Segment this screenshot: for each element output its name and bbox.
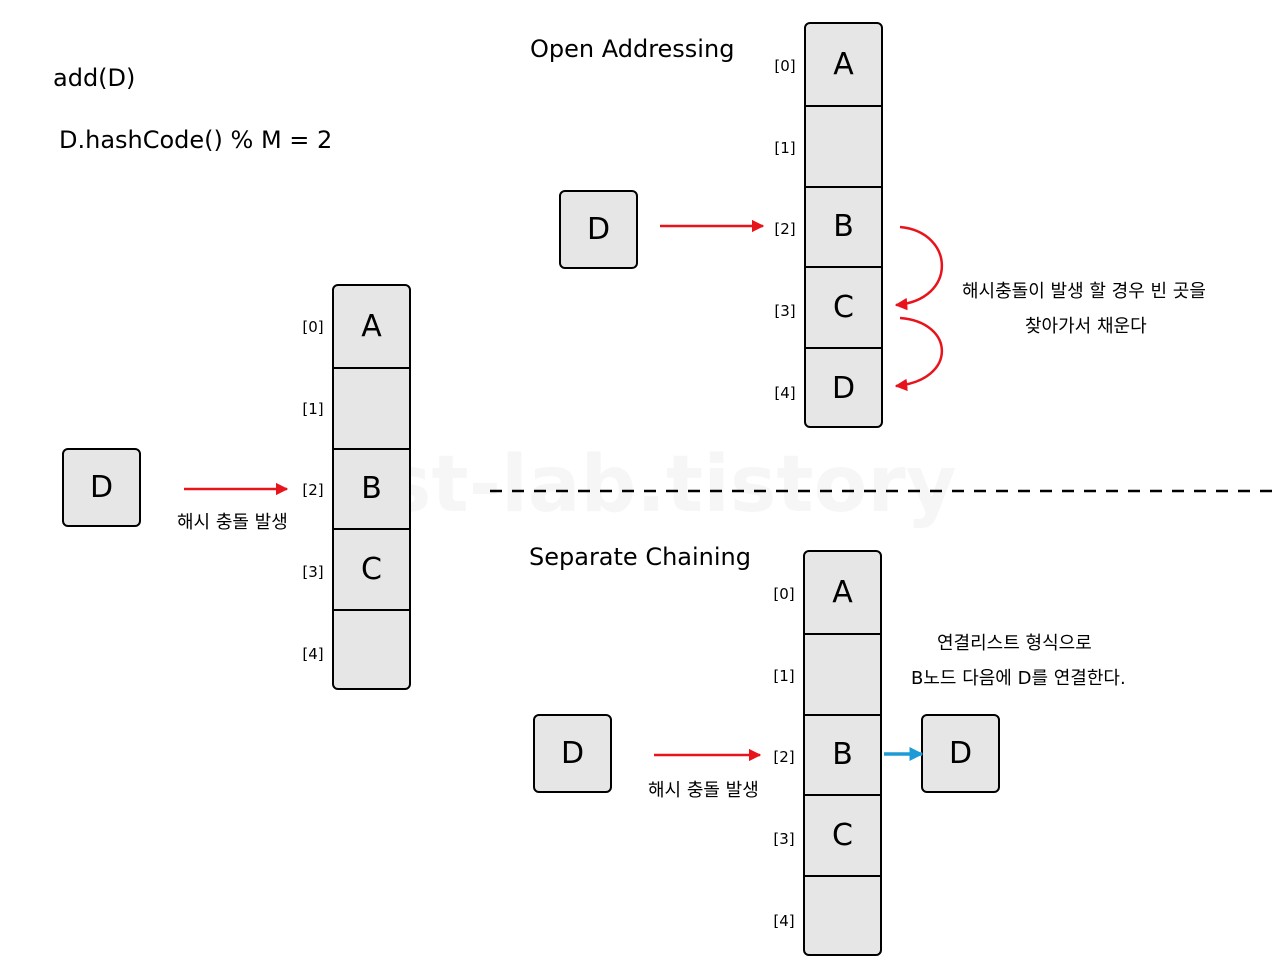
index-label: [1]: [302, 400, 324, 418]
table-cell: C: [805, 794, 880, 875]
index-label: [4]: [773, 912, 795, 930]
incoming-node: D: [533, 714, 612, 793]
index-label: [0]: [774, 57, 796, 75]
index-label: [3]: [774, 302, 796, 320]
table-cell: [805, 875, 880, 954]
left-hash-table: A B C: [332, 284, 411, 690]
table-cell: B: [334, 447, 409, 529]
incoming-node: D: [559, 190, 638, 269]
table-cell: [805, 632, 880, 714]
probe-arrow-b-to-c: [894, 225, 944, 311]
separate-chaining-title: Separate Chaining: [529, 543, 751, 571]
incoming-node: D: [62, 448, 141, 527]
index-label: [3]: [773, 830, 795, 848]
open-addressing-title: Open Addressing: [530, 35, 735, 63]
table-cell: C: [806, 266, 881, 347]
index-label: [0]: [302, 318, 324, 336]
table-cell: A: [833, 46, 854, 82]
index-label: [2]: [302, 481, 324, 499]
open-hash-table: A B C D: [804, 22, 883, 428]
collision-label: 해시 충돌 발생: [648, 780, 759, 801]
linked-node: D: [921, 714, 1000, 793]
table-cell: A: [832, 574, 853, 610]
table-cell: B: [806, 185, 881, 267]
index-label: [3]: [302, 563, 324, 581]
index-label: [1]: [773, 667, 795, 685]
chain-hash-table: A B C: [803, 550, 882, 956]
open-note-line1: 해시충돌이 발생 할 경우 빈 곳을: [962, 281, 1206, 302]
index-label: [4]: [302, 645, 324, 663]
table-cell: [334, 609, 409, 688]
hash-expression: D.hashCode() % M = 2: [59, 126, 333, 154]
table-cell: [334, 366, 409, 448]
chain-note-line1: 연결리스트 형식으로: [937, 633, 1092, 654]
probe-arrow-c-to-d: [894, 316, 944, 392]
open-note-line2: 찾아가서 채운다: [1025, 316, 1147, 337]
index-label: [2]: [774, 220, 796, 238]
table-cell: [806, 104, 881, 186]
table-cell: D: [806, 347, 881, 426]
index-label: [2]: [773, 748, 795, 766]
table-cell: C: [334, 528, 409, 609]
index-label: [1]: [774, 139, 796, 157]
chain-note-line2: B노드 다음에 D를 연결한다.: [911, 668, 1126, 689]
index-label: [0]: [773, 585, 795, 603]
table-cell: A: [361, 308, 382, 344]
add-call-text: add(D): [53, 64, 136, 92]
index-label: [4]: [774, 384, 796, 402]
table-cell: B: [805, 713, 880, 795]
collision-label: 해시 충돌 발생: [177, 512, 288, 533]
